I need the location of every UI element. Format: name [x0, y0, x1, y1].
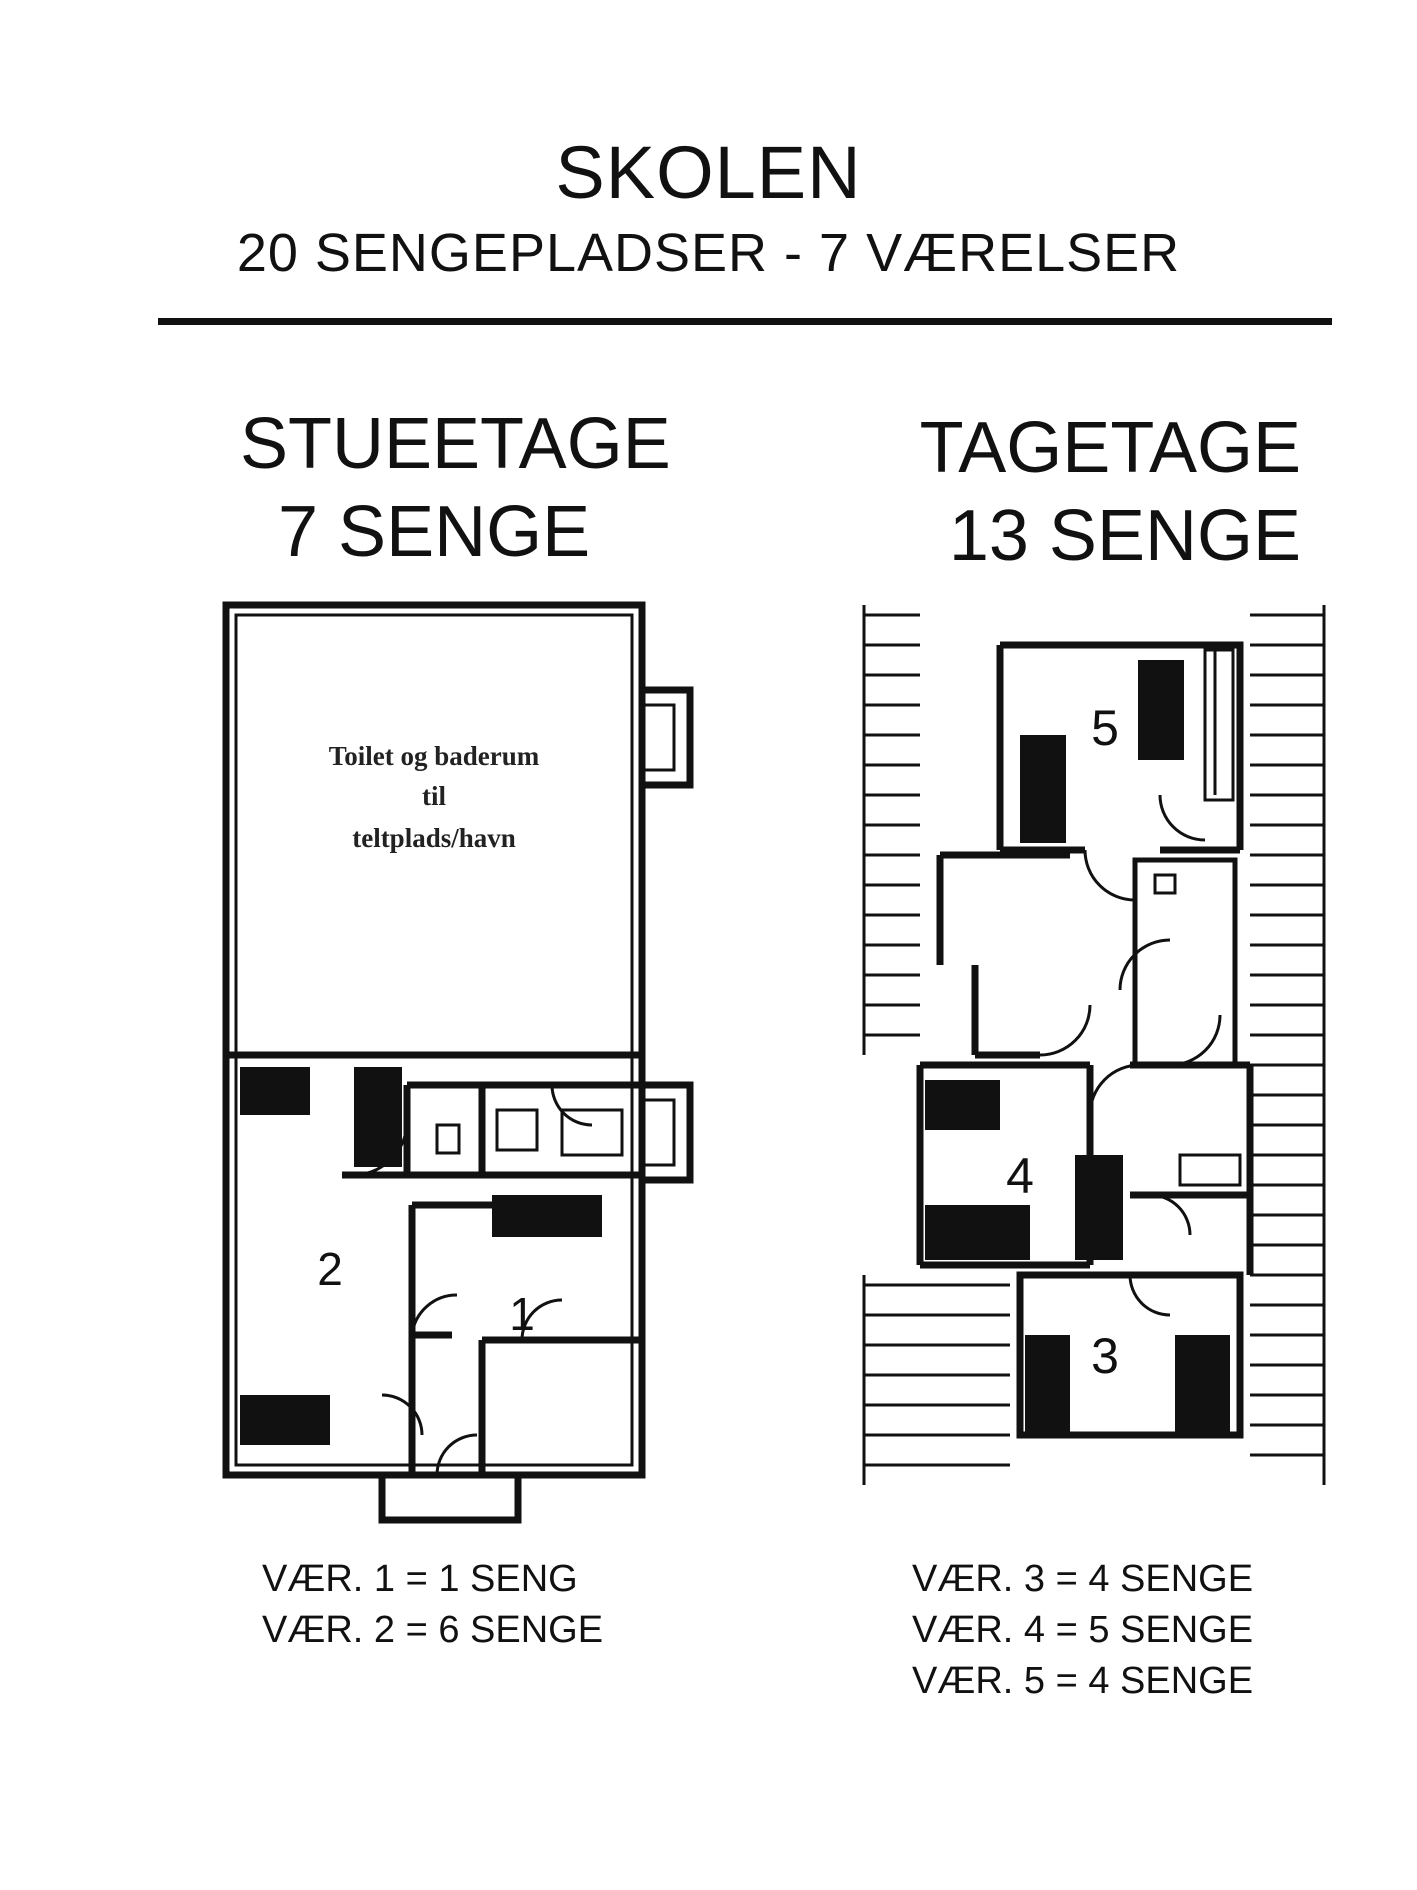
ground-floor-heading: STUEETAGE 7 SENGE [240, 400, 671, 576]
attic-floor-plan: 5 4 3 [862, 605, 1326, 1485]
legend-room-1: VÆR. 1 = 1 SENG [262, 1558, 578, 1600]
room-label-5: 5 [1091, 700, 1119, 756]
page-subtitle: 20 SENGEPLADSER - 7 VÆRELSER [236, 223, 1181, 283]
roof-hatching [862, 605, 1326, 1485]
legend-room-2: VÆR. 2 = 6 SENGE [262, 1609, 604, 1651]
toilet-label-line1: Toilet og baderum [329, 741, 540, 771]
attic-floor-name: TAGETAGE [919, 408, 1301, 488]
toilet-label-line2: til [422, 781, 446, 811]
ground-floor-plan: Toilet og baderum til teltplads/havn 2 1 [222, 601, 694, 1524]
page-title: SKOLEN [555, 131, 862, 214]
legend-room-4: VÆR. 4 = 5 SENGE [912, 1609, 1254, 1651]
attic-floor-legend: VÆR. 3 = 4 SENGE VÆR. 4 = 5 SENGE VÆR. 5… [912, 1554, 1253, 1707]
legend-room-5: VÆR. 5 = 4 SENGE [912, 1660, 1254, 1702]
title-divider [158, 318, 1332, 325]
attic-floor-heading: TAGETAGE 13 SENGE [920, 404, 1301, 580]
room-label-4: 4 [1006, 1148, 1034, 1204]
legend-room-3: VÆR. 3 = 4 SENGE [912, 1558, 1254, 1600]
attic-floor-beds: 13 SENGE [948, 496, 1301, 576]
ground-floor-beds: 7 SENGE [278, 492, 591, 572]
ground-floor-name: STUEETAGE [240, 404, 671, 484]
ground-floor-legend: VÆR. 1 = 1 SENG VÆR. 2 = 6 SENGE [262, 1554, 603, 1656]
room-label-2: 2 [317, 1243, 343, 1295]
room-label-3: 3 [1091, 1328, 1119, 1384]
toilet-label-line3: teltplads/havn [352, 823, 516, 853]
room-label-1: 1 [509, 1288, 535, 1340]
